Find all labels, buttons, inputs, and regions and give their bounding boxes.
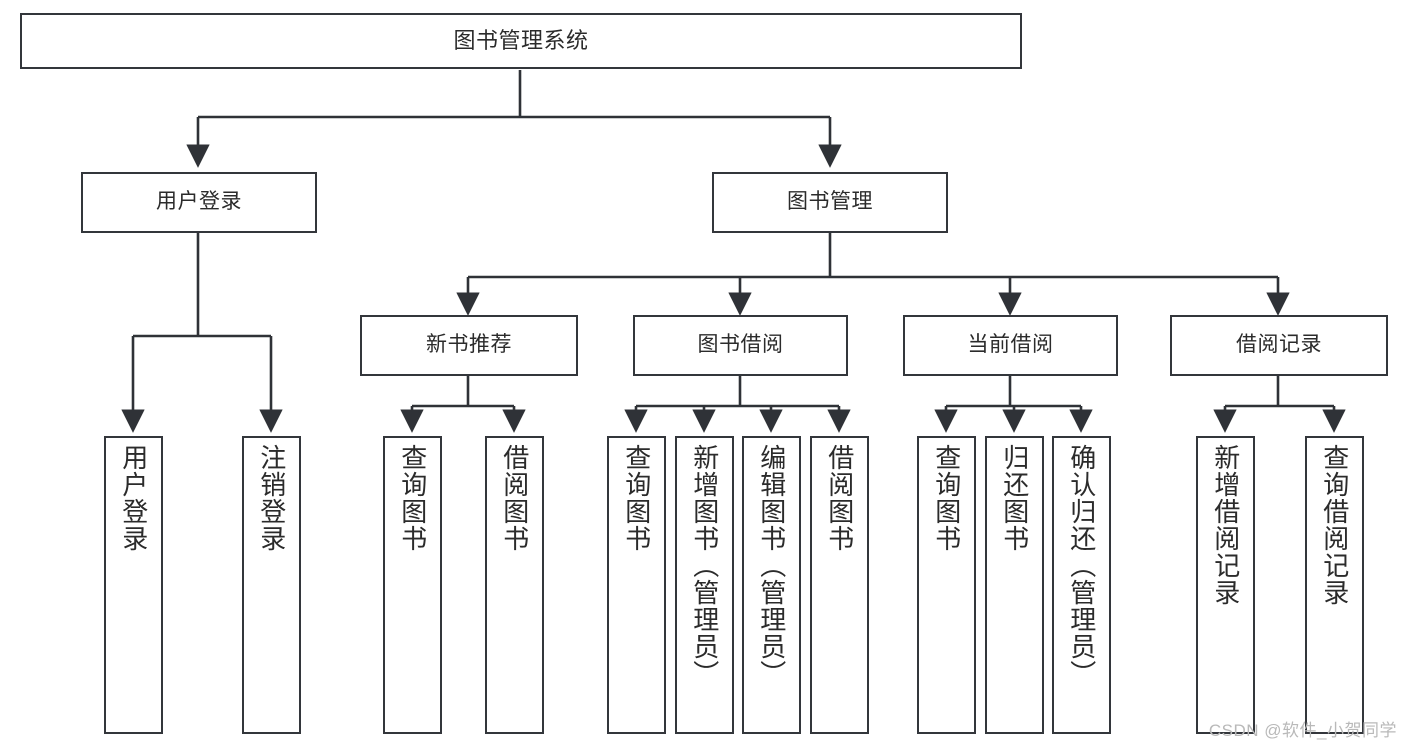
leaf-label: 查询借阅记录	[1319, 444, 1350, 606]
leaf-label: 查询图书	[397, 444, 428, 552]
node-new-book[interactable]: 新书推荐	[360, 315, 578, 376]
node-book-borrow[interactable]: 图书借阅	[633, 315, 848, 376]
leaf-book-borrow-add[interactable]: 新增图书（管理员）	[675, 436, 734, 734]
leaf-book-borrow-query[interactable]: 查询图书	[607, 436, 666, 734]
leaf-user-login-login[interactable]: 用户登录	[104, 436, 163, 734]
leaf-new-book-borrow[interactable]: 借阅图书	[485, 436, 544, 734]
leaf-label: 用户登录	[118, 444, 149, 552]
leaf-label: 借阅图书	[824, 444, 855, 552]
leaf-new-book-query[interactable]: 查询图书	[383, 436, 442, 734]
leaf-label: 新增借阅记录	[1210, 444, 1241, 606]
node-book-borrow-label: 图书借阅	[697, 333, 784, 357]
leaf-user-login-logout[interactable]: 注销登录	[242, 436, 301, 734]
leaf-borrow-record-query[interactable]: 查询借阅记录	[1305, 436, 1364, 734]
leaf-label: 查询图书	[931, 444, 962, 552]
node-new-book-label: 新书推荐	[426, 333, 512, 357]
node-root-label: 图书管理系统	[453, 28, 589, 54]
node-user-login-label: 用户登录	[156, 190, 242, 214]
leaf-current-borrow-return[interactable]: 归还图书	[985, 436, 1044, 734]
leaf-borrow-record-add[interactable]: 新增借阅记录	[1196, 436, 1255, 734]
leaf-book-borrow-borrow[interactable]: 借阅图书	[810, 436, 869, 734]
leaf-current-borrow-query[interactable]: 查询图书	[917, 436, 976, 734]
leaf-label: 归还图书	[999, 444, 1030, 552]
leaf-label: 新增图书（管理员）	[689, 444, 720, 687]
leaf-label: 确认归还（管理员）	[1066, 444, 1097, 687]
node-borrow-record-label: 借阅记录	[1236, 333, 1322, 357]
leaf-book-borrow-edit[interactable]: 编辑图书（管理员）	[742, 436, 801, 734]
leaf-label: 编辑图书（管理员）	[756, 444, 787, 687]
leaf-current-borrow-confirm[interactable]: 确认归还（管理员）	[1052, 436, 1111, 734]
leaf-label: 查询图书	[621, 444, 652, 552]
node-borrow-record[interactable]: 借阅记录	[1170, 315, 1388, 376]
node-current-borrow[interactable]: 当前借阅	[903, 315, 1118, 376]
node-book-manage-label: 图书管理	[787, 190, 873, 214]
leaf-label: 借阅图书	[499, 444, 530, 552]
node-current-borrow-label: 当前借阅	[967, 333, 1054, 357]
node-root[interactable]: 图书管理系统	[20, 13, 1022, 69]
watermark: CSDN @软件_小贺同学	[1208, 721, 1397, 740]
leaf-label: 注销登录	[256, 444, 287, 552]
node-book-manage[interactable]: 图书管理	[712, 172, 948, 233]
node-user-login[interactable]: 用户登录	[81, 172, 317, 233]
